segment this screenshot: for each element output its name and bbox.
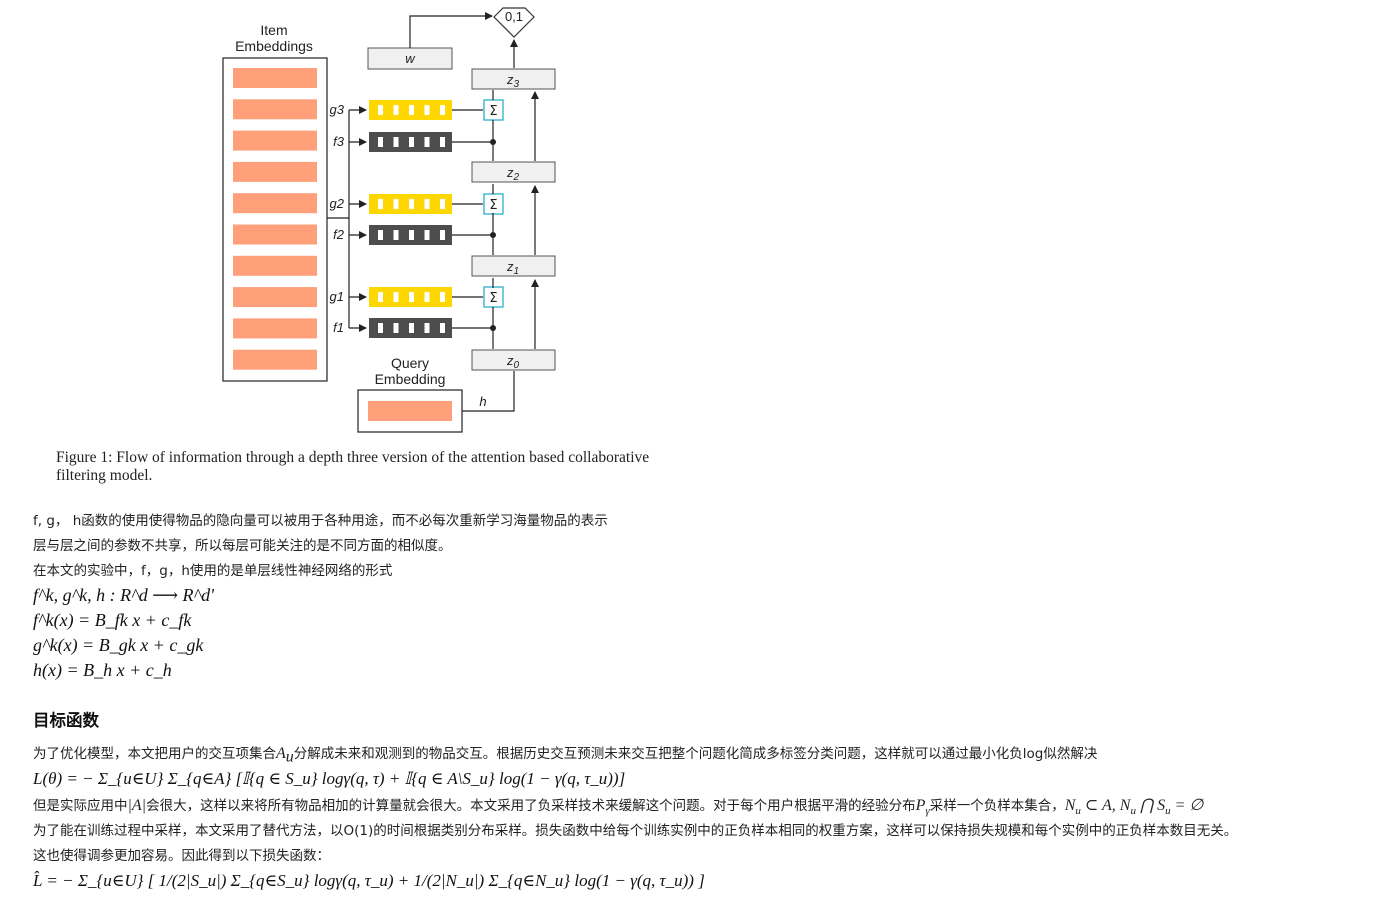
- query-embedding-label: Query: [391, 355, 429, 371]
- equation-h-text: h(x) = B_h x + c_h: [33, 660, 172, 680]
- w-label: w: [405, 51, 416, 66]
- item-embedding-row: [233, 287, 317, 308]
- paragraph-objective-b: 分解成未来和观测到的物品交互。根据历史交互预测未来交互把整个问题化简成多标签分类…: [293, 746, 1098, 762]
- figure-caption: Figure 1: Flow of information through a …: [56, 449, 736, 485]
- model-flow-figure: Item Embeddings g3 f3 g2 f2 g1 f1 Σ Σ Σ z3 z2 z1 z…: [222, 7, 556, 433]
- item-embedding-row: [233, 161, 317, 182]
- caption-line-1: Figure 1: Flow of information through a …: [56, 449, 650, 466]
- f-vector: [369, 132, 452, 152]
- paragraph-negative-sampling-b: 会很大，这样以来将所有物品相加的计算量就会很大。本文采用了负采样技术来缓解这个问…: [146, 798, 916, 814]
- z-box: z0: [471, 349, 556, 371]
- item-embedding-row: [233, 349, 317, 370]
- item-embedding-row: [233, 130, 317, 151]
- item-embedding-row: [233, 99, 317, 120]
- svg-text:Σ: Σ: [489, 104, 497, 119]
- equation-g: g^k(x) = B_gk x + c_gk: [33, 634, 203, 656]
- item-embedding-row: [233, 68, 317, 88]
- paragraph-negative-sampling-a: 但是实际应用中: [33, 798, 128, 814]
- layer-function-label: f2: [333, 227, 345, 242]
- sigma-box: Σ: [483, 99, 504, 121]
- item-embedding-rows: [233, 68, 317, 370]
- paragraph-objective-math: A: [276, 745, 286, 762]
- svg-text:Σ: Σ: [489, 198, 497, 213]
- g-vector: [369, 194, 452, 214]
- paragraph-functions-usage: f, g， h函数的使用使得物品的隐向量可以被用于各种用途，而不必每次重新学习海…: [33, 513, 608, 529]
- f-vector: [369, 225, 452, 245]
- equation-mapping-text: f^k, g^k, h : R^d ⟶ R^d': [33, 585, 214, 605]
- section-heading-objective: 目标函数: [33, 711, 99, 730]
- sigma-box: Σ: [483, 193, 504, 215]
- paragraph-negative-sampling: 但是实际应用中|A|会很大，这样以来将所有物品相加的计算量就会很大。本文采用了负…: [33, 797, 1204, 818]
- paragraph-layer-params: 层与层之间的参数不共享，所以每层可能关注的是不同方面的相似度。: [33, 538, 452, 554]
- output-diamond: [493, 7, 535, 38]
- equation-mapping: f^k, g^k, h : R^d ⟶ R^d': [33, 584, 214, 606]
- caption-line-2: filtering model.: [56, 467, 153, 484]
- g-vector: [369, 100, 452, 120]
- equation-f: f^k(x) = B_fk x + c_fk: [33, 609, 191, 631]
- item-embeddings-label-2: Embeddings: [235, 38, 313, 54]
- equation-loss: L(θ) = − Σ_{u∈U} Σ_{q∈A} [𝕀{q ∈ S_u} log…: [33, 768, 625, 790]
- z-box: z1: [471, 255, 556, 277]
- item-embedding-row: [233, 224, 317, 245]
- item-embedding-row: [233, 255, 317, 276]
- query-embedding-label-2: Embedding: [375, 371, 446, 387]
- svg-text:Σ: Σ: [489, 291, 497, 306]
- query-embedding-vector: [368, 401, 452, 421]
- layer-function-label: g3: [330, 102, 345, 117]
- paragraph-objective-a: 为了优化模型，本文把用户的交互项集合: [33, 746, 276, 762]
- f-vector: [369, 318, 452, 338]
- paragraph-sampling-method: 为了能在训练过程中采样，本文采用了替代方法，以O(1)的时间根据类别分布采样。损…: [33, 823, 1238, 839]
- g-vector: [369, 287, 452, 307]
- equation-h: h(x) = B_h x + c_h: [33, 659, 172, 681]
- item-embeddings-label: Item: [260, 22, 287, 38]
- sigma-box: Σ: [483, 286, 504, 308]
- layer-function-label: f3: [333, 134, 345, 149]
- equation-loss-text: L(θ) = − Σ_{u∈U} Σ_{q∈A} [𝕀{q ∈ S_u} log…: [33, 769, 626, 788]
- paragraph-objective: 为了优化模型，本文把用户的交互项集合Au分解成未来和观测到的物品交互。根据历史交…: [33, 745, 1098, 766]
- layer-function-label: g2: [330, 196, 345, 211]
- paragraph-negative-sampling-c: 采样一个负样本集合，: [929, 798, 1065, 814]
- equation-final-loss: L̂ = − Σ_{u∈U} [ 1/(2|S_u|) Σ_{q∈S_u} lo…: [33, 870, 705, 892]
- z-box: z3: [471, 68, 556, 90]
- output-label: 0,1: [505, 9, 523, 24]
- equation-final-loss-text: L̂ = − Σ_{u∈U} [ 1/(2|S_u|) Σ_{q∈S_u} lo…: [33, 871, 705, 890]
- item-embedding-row: [233, 193, 317, 214]
- paragraph-loss-intro: 这也使得调参更加容易。因此得到以下损失函数：: [33, 848, 330, 864]
- layer-function-label: g1: [330, 289, 344, 304]
- h-label: h: [479, 394, 486, 409]
- paragraph-experiment: 在本文的实验中，f，g，h使用的是单层线性神经网络的形式: [33, 563, 393, 579]
- item-embedding-row: [233, 318, 317, 339]
- layer-function-label: f1: [333, 320, 344, 335]
- equation-f-text: f^k(x) = B_fk x + c_fk: [33, 610, 192, 630]
- z-box: z2: [471, 161, 556, 183]
- equation-g-text: g^k(x) = B_gk x + c_gk: [33, 635, 204, 655]
